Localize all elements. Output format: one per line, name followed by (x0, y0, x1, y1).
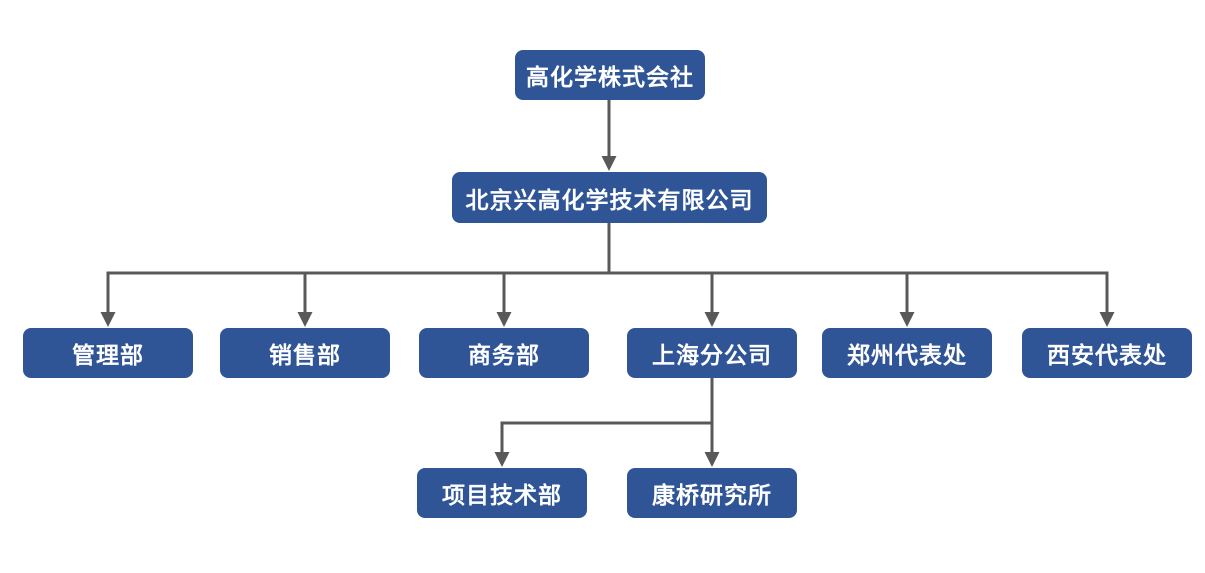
connector-bus-to-dept-3 (496, 271, 512, 327)
connector-bus-to-dept-5 (899, 271, 915, 327)
connector-bus-to-dept-2 (297, 271, 313, 327)
org-node-kangqiao-institute: 康桥研究所 (627, 468, 797, 518)
org-node-project-tech-dept: 项目技术部 (417, 468, 587, 518)
connector-company-to-bus (106, 223, 1109, 275)
org-node-office-xian: 西安代表处 (1022, 328, 1192, 378)
connector-subbus-to-sub-2 (704, 421, 720, 467)
connector-subbus-to-sub-1 (494, 421, 510, 467)
connector-bus-to-dept-6 (1099, 271, 1115, 327)
org-node-company: 北京兴高化学技术有限公司 (452, 172, 767, 223)
org-node-root: 高化学株式会社 (515, 50, 705, 100)
org-node-branch-shanghai: 上海分公司 (627, 328, 797, 378)
org-node-dept-management: 管理部 (23, 328, 193, 378)
org-node-dept-sales: 销售部 (220, 328, 390, 378)
org-node-office-zhengzhou: 郑州代表处 (822, 328, 992, 378)
connector-shanghai-to-subbus (500, 378, 714, 425)
connector-root-to-company (601, 100, 617, 171)
org-node-dept-commerce: 商务部 (419, 328, 589, 378)
connector-bus-to-dept-4 (704, 271, 720, 327)
connector-bus-to-dept-1 (100, 271, 116, 327)
